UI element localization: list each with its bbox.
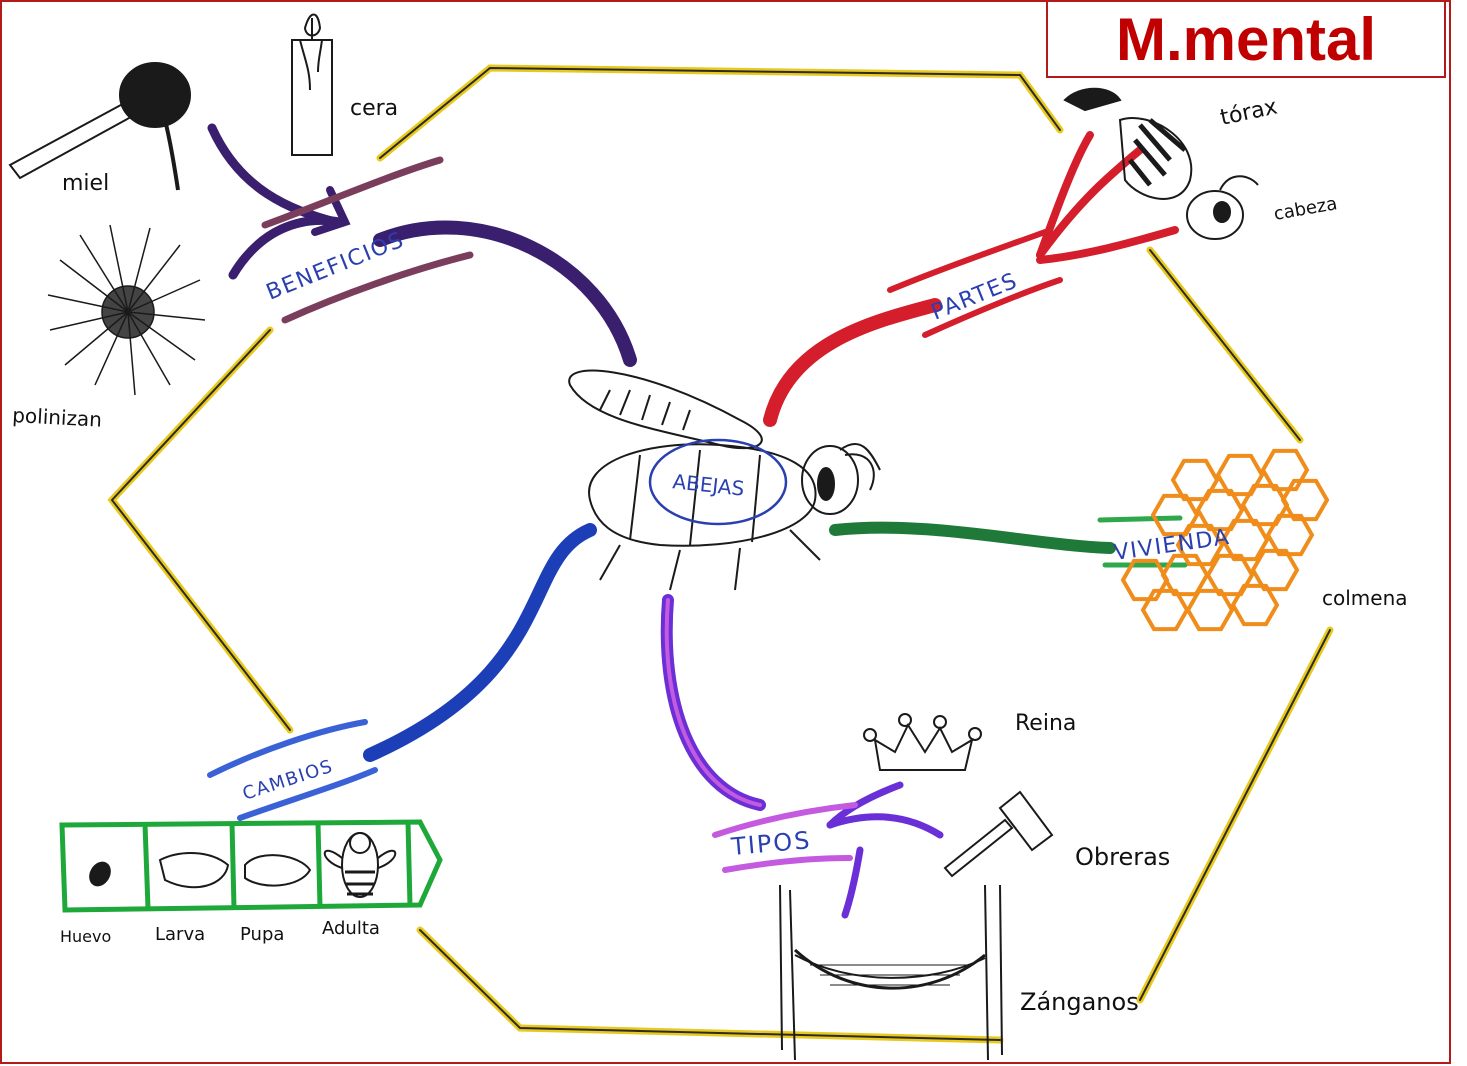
bee-illustration xyxy=(568,369,881,591)
beneficios-label: BENEFICIOS xyxy=(263,227,408,305)
honeycomb-cell xyxy=(1150,493,1200,537)
honeycomb-cell xyxy=(1170,458,1220,502)
honeycomb-cell xyxy=(1265,513,1315,557)
bee-parts-icon xyxy=(1063,87,1259,240)
honeycomb-cell xyxy=(1120,558,1170,602)
partes-label: PARTES xyxy=(928,268,1022,325)
honeycomb-cell xyxy=(1195,488,1245,532)
honeycomb-icon xyxy=(1120,448,1330,632)
item-miel: miel xyxy=(62,171,109,196)
branch-tipos xyxy=(660,594,944,919)
stage-huevo: Huevo xyxy=(60,927,111,946)
branch-partes xyxy=(763,131,1179,427)
honeycomb-cell xyxy=(1230,583,1280,627)
branch-beneficios xyxy=(207,123,637,367)
item-cera: cera xyxy=(350,96,398,121)
honeycomb-cell xyxy=(1205,553,1255,597)
item-colmena: colmena xyxy=(1322,586,1408,610)
stage-adulta: Adulta xyxy=(322,918,380,939)
crown-icon xyxy=(863,713,982,771)
honeycomb-cell xyxy=(1140,588,1190,632)
hammer-icon xyxy=(943,790,1054,878)
item-reina: Reina xyxy=(1015,711,1076,736)
cambios-label: CAMBIOS xyxy=(240,756,336,805)
center-bubble xyxy=(648,438,788,526)
hexagon-ink xyxy=(110,66,1331,1041)
candle-icon xyxy=(291,13,333,156)
title-box: M.mental xyxy=(1046,0,1446,78)
branch-cambios xyxy=(207,523,597,821)
item-zanganos: Zánganos xyxy=(1020,988,1139,1016)
honeycomb-cell xyxy=(1185,588,1235,632)
pupa-icon xyxy=(244,854,312,887)
hammock-icon xyxy=(779,884,1003,1061)
honeycomb-cell xyxy=(1175,523,1225,567)
egg-icon xyxy=(89,861,111,887)
branch-vivienda xyxy=(829,515,1188,568)
honeycomb-cell xyxy=(1160,553,1210,597)
labels: ABEJAS BENEFICIOS PARTES VIVIENDA CAMBIO… xyxy=(12,94,1408,1016)
item-torax: tórax xyxy=(1218,94,1280,130)
honeycomb-cell xyxy=(1250,548,1300,592)
center-label: ABEJAS xyxy=(671,469,745,500)
honey-spoon-icon xyxy=(8,62,191,191)
tipos-label: TIPOS xyxy=(729,826,812,861)
lifecycle-strip xyxy=(59,819,443,913)
item-cabeza: cabeza xyxy=(1272,193,1339,225)
page-title: M.mental xyxy=(1115,5,1377,73)
stage-pupa: Pupa xyxy=(240,924,284,945)
larva-icon xyxy=(158,852,230,889)
stage-larva: Larva xyxy=(155,924,205,945)
honeycomb-cell xyxy=(1220,518,1270,562)
adult-bee-icon xyxy=(323,832,397,898)
honeycomb-cell xyxy=(1260,448,1310,492)
honeycomb-cell xyxy=(1240,483,1290,527)
pollen-flower-icon xyxy=(47,224,206,396)
item-polinizan: polinizan xyxy=(12,403,103,432)
honeycomb-cell xyxy=(1215,453,1265,497)
honeycomb-cell xyxy=(1280,478,1330,522)
item-obreras: Obreras xyxy=(1075,843,1170,871)
lifecycle-stage-icons xyxy=(89,832,397,898)
